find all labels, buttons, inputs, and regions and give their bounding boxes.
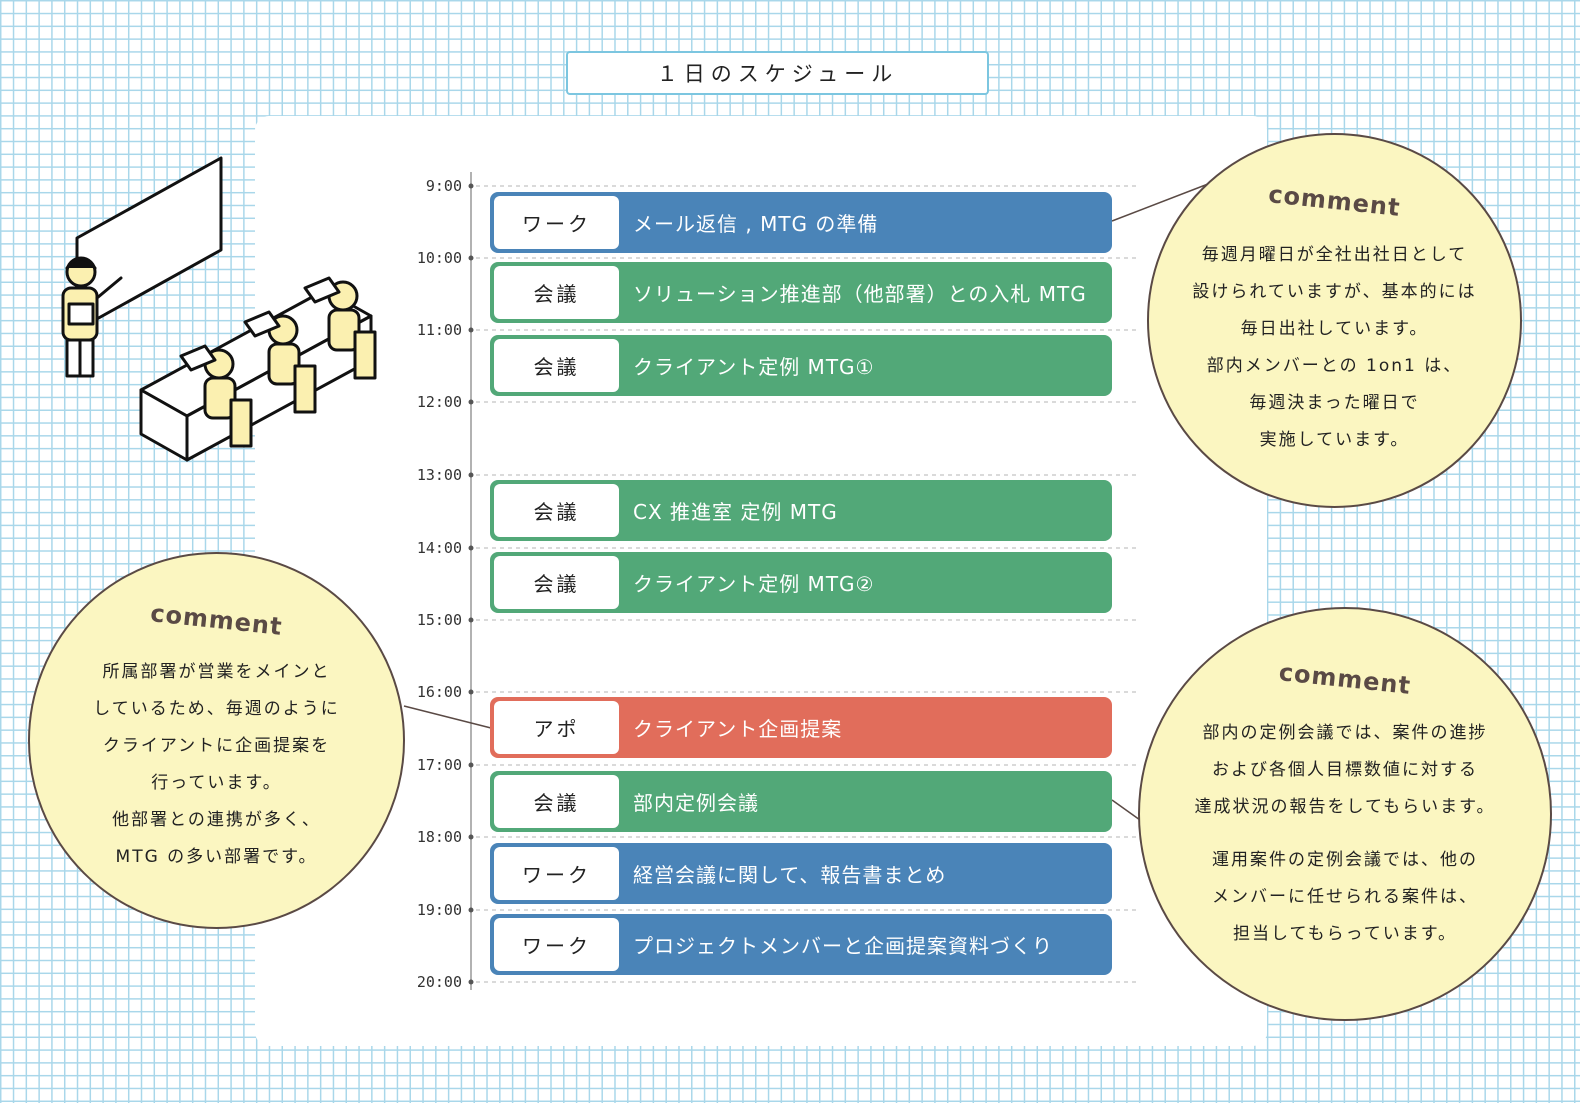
comment-line: 部内の定例会議では、案件の進捗 bbox=[1202, 723, 1488, 743]
comment-line: および各個人目標数値に対する bbox=[1212, 760, 1478, 780]
time-label: 19:00 bbox=[416, 901, 462, 919]
comment-line: しているため、毎週のように bbox=[93, 699, 340, 719]
event-description: 経営会議に関して、報告書まとめ bbox=[633, 863, 947, 887]
time-label: 14:00 bbox=[416, 539, 462, 557]
comment-bubble-bottom-right: comment 部内の定例会議では、案件の進捗および各個人目標数値に対する達成状… bbox=[1138, 607, 1552, 1021]
comment-line: 達成状況の報告をしてもらいます。 bbox=[1194, 797, 1496, 817]
event-category: 会議 bbox=[494, 556, 619, 609]
event-description: ソリューション推進部（他部署）との入札 MTG bbox=[633, 282, 1087, 306]
comment-line: 設けられていますが、基本的には bbox=[1192, 282, 1477, 302]
event-description: クライアント定例 MTG② bbox=[633, 572, 875, 596]
time-label: 9:00 bbox=[425, 177, 462, 195]
comment-line: 部内メンバーとの 1on1 は、 bbox=[1206, 356, 1463, 376]
event-category: 会議 bbox=[494, 484, 619, 537]
schedule-event: 会議部内定例会議 bbox=[490, 771, 1112, 832]
time-label: 18:00 bbox=[416, 828, 462, 846]
comment-heading: comment bbox=[1277, 658, 1413, 700]
event-description: クライアント企画提案 bbox=[633, 717, 843, 741]
comment-text: 部内の定例会議では、案件の進捗および各個人目標数値に対する達成状況の報告をしても… bbox=[1140, 715, 1550, 953]
event-category: 会議 bbox=[494, 775, 619, 828]
comment-line: 担当してもらっています。 bbox=[1232, 924, 1458, 944]
event-description: メール返信 , MTG の準備 bbox=[633, 212, 879, 236]
comment-line: 毎週決まった曜日で bbox=[1249, 393, 1420, 413]
schedule-event: 会議 CX 推進室 定例 MTG bbox=[490, 480, 1112, 541]
event-description: CX 推進室 定例 MTG bbox=[633, 500, 838, 524]
schedule-event: 会議ソリューション推進部（他部署）との入札 MTG bbox=[490, 262, 1112, 323]
event-category: ワーク bbox=[494, 196, 619, 249]
meeting-illustration bbox=[61, 156, 377, 462]
time-label: 10:00 bbox=[416, 249, 462, 267]
time-label: 16:00 bbox=[416, 683, 462, 701]
event-description: プロジェクトメンバーと企画提案資料づくり bbox=[633, 934, 1053, 958]
comment-heading: comment bbox=[1267, 180, 1402, 222]
schedule-event: 会議クライアント定例 MTG① bbox=[490, 335, 1112, 396]
time-label: 15:00 bbox=[416, 611, 462, 629]
comment-line: 他部署との連携が多く、 bbox=[112, 810, 321, 830]
event-category: アポ bbox=[494, 701, 619, 754]
event-category: 会議 bbox=[494, 339, 619, 392]
comment-line: 毎日出社しています。 bbox=[1240, 319, 1429, 339]
event-category: ワーク bbox=[494, 847, 619, 900]
event-description: 部内定例会議 bbox=[633, 791, 759, 815]
time-label: 20:00 bbox=[416, 973, 462, 991]
page-title: １日のスケジュール bbox=[566, 51, 989, 95]
comment-line: 実施しています。 bbox=[1259, 430, 1410, 450]
event-category: ワーク bbox=[494, 918, 619, 971]
comment-line: 行っています。 bbox=[151, 773, 282, 793]
comment-text: 毎週月曜日が全社出社日として設けられていますが、基本的には毎日出社しています。部… bbox=[1149, 237, 1520, 459]
schedule-event: ワーク経営会議に関して、報告書まとめ bbox=[490, 843, 1112, 904]
comment-line: 所属部署が営業をメインと bbox=[102, 662, 331, 682]
comment-line: MTG の多い部署です。 bbox=[115, 847, 318, 867]
time-label: 12:00 bbox=[416, 393, 462, 411]
schedule-event: アポクライアント企画提案 bbox=[490, 697, 1112, 758]
comment-line bbox=[1140, 826, 1550, 842]
comment-text: 所属部署が営業をメインとしているため、毎週のようにクライアントに企画提案を行って… bbox=[30, 654, 403, 876]
schedule-event: ワークプロジェクトメンバーと企画提案資料づくり bbox=[490, 914, 1112, 975]
comment-line: メンバーに任せられる案件は、 bbox=[1212, 887, 1478, 907]
schedule-event: ワークメール返信 , MTG の準備 bbox=[490, 192, 1112, 253]
event-category: 会議 bbox=[494, 266, 619, 319]
time-label: 11:00 bbox=[416, 321, 462, 339]
schedule-event: 会議クライアント定例 MTG② bbox=[490, 552, 1112, 613]
comment-bubble-left: comment 所属部署が営業をメインとしているため、毎週のようにクライアントに… bbox=[28, 552, 405, 929]
comment-line: クライアントに企画提案を bbox=[102, 736, 331, 756]
time-label: 13:00 bbox=[416, 466, 462, 484]
event-description: クライアント定例 MTG① bbox=[633, 355, 875, 379]
comment-line: 運用案件の定例会議では、他の bbox=[1212, 850, 1478, 870]
comment-bubble-top-right: comment 毎週月曜日が全社出社日として設けられていますが、基本的には毎日出… bbox=[1147, 133, 1522, 508]
time-label: 17:00 bbox=[416, 756, 462, 774]
comment-line: 毎週月曜日が全社出社日として bbox=[1201, 245, 1468, 265]
